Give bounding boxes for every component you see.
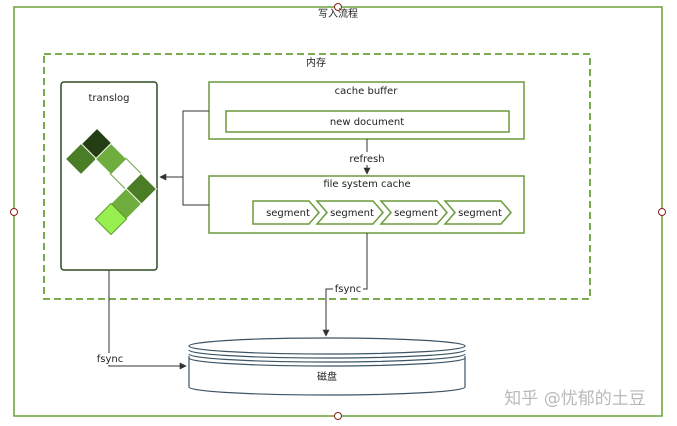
segment-label: segment bbox=[330, 208, 374, 219]
cache-bracket bbox=[182, 110, 209, 206]
fsync-right-label-bg bbox=[333, 283, 363, 295]
watermark: 知乎 @忧郁的土豆 bbox=[504, 389, 645, 409]
segment-chevron bbox=[315, 200, 384, 225]
handle-bottom[interactable] bbox=[334, 412, 342, 420]
fsync-arrow-left bbox=[108, 270, 187, 370]
fsync-left-label-bg bbox=[95, 353, 125, 365]
fsync-left-label: fsync bbox=[97, 354, 123, 365]
new-document-label: new document bbox=[330, 117, 404, 128]
tile-7 bbox=[94, 202, 128, 236]
file-system-cache-label: file system cache bbox=[323, 179, 410, 190]
segment-chevron bbox=[379, 200, 448, 225]
cache-buffer-label: cache buffer bbox=[335, 86, 399, 97]
memory-region-label: 内存 bbox=[306, 56, 326, 69]
refresh-label: refresh bbox=[349, 154, 384, 165]
disk-label: 磁盘 bbox=[317, 370, 337, 383]
handle-top[interactable] bbox=[334, 3, 342, 11]
disk: 磁盘 bbox=[188, 337, 466, 396]
tile-2 bbox=[64, 142, 98, 176]
refresh-label-bg bbox=[348, 152, 386, 165]
handle-left[interactable] bbox=[10, 208, 18, 216]
handle-right[interactable] bbox=[658, 208, 666, 216]
segment-label: segment bbox=[266, 208, 310, 219]
segment-label: segment bbox=[394, 208, 438, 219]
fsync-right-label: fsync bbox=[335, 284, 361, 295]
segment-list: segment segment segment segment bbox=[252, 200, 512, 225]
segment-chevron bbox=[252, 200, 320, 225]
frame-handles bbox=[10, 3, 666, 420]
outer-frame-label: 写入流程 bbox=[318, 7, 358, 20]
segment-chevron bbox=[443, 200, 512, 225]
translog-tiles bbox=[64, 127, 158, 236]
new-document-box bbox=[225, 110, 510, 133]
translog-label: translog bbox=[89, 93, 130, 104]
segment-label: segment bbox=[458, 208, 502, 219]
